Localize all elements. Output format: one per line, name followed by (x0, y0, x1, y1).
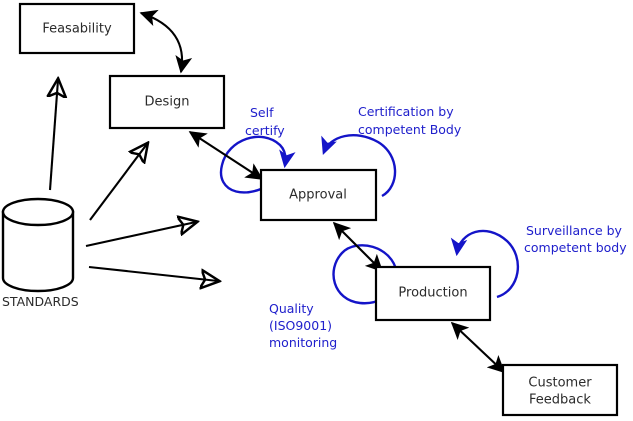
data-store-label: STANDARDS (2, 294, 79, 309)
annotation-surveillance-by-competent-body: Surveillance by competent body (524, 223, 627, 255)
annotation-quality-iso9001-monitoring: Quality (ISO9001) monitoring (269, 301, 337, 350)
node-production-box[interactable] (374, 265, 492, 322)
node-customer-feedback-label-line2: Feedback (529, 393, 591, 408)
connection-standards-approval (85, 222, 196, 248)
node-production-label: Production (398, 286, 467, 301)
node-customer-feedback-label-line1: Customer (528, 376, 592, 391)
self-loop-surveillance (450, 229, 520, 299)
connection-approval-production (332, 221, 384, 273)
connection-standards-design (89, 144, 147, 221)
node-design-box[interactable] (108, 74, 226, 130)
annotation-quality-line1: Quality (269, 301, 314, 316)
data-store-standards: STANDARDS (1, 197, 79, 309)
connection-standards-production (88, 265, 218, 281)
node-customer-feedback[interactable]: Customer Feedback (501, 363, 619, 417)
annotation-quality-line2: (ISO9001) (269, 318, 332, 333)
node-approval-label: Approval (289, 188, 347, 203)
connection-design-approval (188, 131, 264, 180)
node-feasability-label: Feasability (42, 22, 112, 37)
annotation-surveillance-line2: competent body (524, 240, 627, 255)
annotation-certification-line2: competent Body (358, 122, 462, 137)
connection-production-customer-feedback (450, 321, 506, 374)
node-approval[interactable]: Approval (259, 168, 378, 222)
annotation-self-certify: Self certify (245, 105, 285, 138)
annotation-certification-line1: Certification by (358, 104, 454, 119)
annotation-self-certify-line2: certify (245, 123, 285, 138)
node-feasability[interactable]: Feasability (18, 2, 136, 55)
self-loop-certification-by-competent-body (321, 134, 397, 198)
connection-standards-feasability (50, 80, 58, 191)
node-feasability-box[interactable] (18, 2, 136, 55)
node-approval-box[interactable] (259, 168, 378, 222)
node-production[interactable]: Production (374, 265, 492, 322)
connection-feasability-design (139, 9, 193, 74)
annotation-self-certify-line1: Self (250, 105, 274, 120)
node-design[interactable]: Design (108, 74, 226, 130)
annotation-certification-by-competent-body: Certification by competent Body (358, 104, 462, 137)
annotation-quality-line3: monitoring (269, 335, 337, 350)
annotation-surveillance-line1: Surveillance by (526, 223, 623, 238)
node-customer-feedback-box[interactable] (501, 363, 619, 417)
node-design-label: Design (145, 95, 190, 110)
